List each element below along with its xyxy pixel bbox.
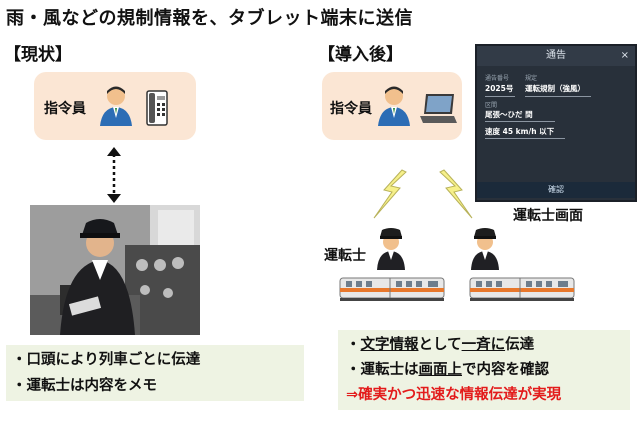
before-dispatcher-label: 指令員: [44, 101, 86, 117]
close-icon[interactable]: ×: [620, 50, 629, 61]
tablet-field2-label: 規定: [525, 75, 538, 82]
after-note-1: ・文字情報として一斉に伝達: [346, 337, 535, 353]
tablet-caption: 運転士画面: [513, 208, 583, 224]
tablet-field3-value: 尾張〜ひだ 間: [485, 110, 533, 119]
before-heading: 【現状】: [4, 45, 72, 65]
wireless-lightning-icon: [373, 169, 407, 219]
before-note-2: ・運転士は内容をメモ: [12, 378, 157, 394]
dispatcher-person-icon: [100, 86, 132, 126]
train-icon: [339, 277, 445, 301]
laptop-icon: [420, 94, 457, 123]
dispatcher-person-icon: [378, 86, 410, 126]
tablet-field1-line: [485, 96, 515, 97]
tablet-header: 通告 ×: [477, 46, 635, 66]
after-dispatcher-box: 指令員: [322, 72, 462, 140]
telephone-icon: [146, 90, 168, 126]
tablet-field1-label: 通告番号: [485, 75, 510, 82]
tablet-field3-line: [485, 121, 555, 122]
after-heading: 【導入後】: [318, 45, 403, 65]
verbal-communication-arrow: [107, 147, 121, 203]
before-dispatcher-box: 指令員: [34, 72, 196, 140]
on-screen-emphasis: 画面上: [418, 362, 463, 378]
tablet-screen: 通告 × 通告番号 2025号 規定 運転規制（強風） 区間 尾張〜ひだ 間 速…: [475, 44, 637, 202]
driver-cab-photo: [30, 205, 200, 335]
after-note-2: ・運転士は画面上で内容を確認: [346, 362, 549, 378]
tablet-field2-line: [525, 96, 591, 97]
after-dispatcher-label: 指令員: [330, 101, 372, 117]
confirm-button[interactable]: 確認: [477, 182, 635, 198]
driver-person-icon: [471, 228, 499, 270]
before-note-1: ・口頭により列車ごとに伝達: [12, 352, 201, 368]
tablet-header-title: 通告: [546, 50, 566, 61]
train-icon: [469, 277, 575, 301]
simultaneous-emphasis: 一斉に: [461, 337, 506, 353]
after-note-result: ⇒確実かつ迅速な情報伝達が実現: [346, 387, 562, 403]
tablet-field4-line: [485, 138, 565, 139]
wireless-lightning-icon: [439, 169, 473, 219]
before-notes: ・口頭により列車ごとに伝達 ・運転士は内容をメモ: [6, 345, 304, 401]
tablet-field1-value: 2025号: [485, 84, 514, 93]
driver-person-icon: [377, 228, 405, 270]
tablet-field2-value: 運転規制（強風）: [525, 84, 585, 93]
page-title: 雨・風などの規制情報を、タブレット端末に送信: [6, 8, 413, 29]
text-info-emphasis: 文字情報: [360, 337, 419, 353]
after-notes: ・文字情報として一斉に伝達 ・運転士は画面上で内容を確認 ⇒確実かつ迅速な情報伝…: [338, 330, 630, 410]
driver-label: 運転士: [324, 248, 366, 264]
tablet-field4-value: 速度 45 km/h 以下: [485, 127, 555, 136]
tablet-field3-label: 区間: [485, 102, 498, 109]
driver-cab-illustration: [30, 205, 200, 335]
